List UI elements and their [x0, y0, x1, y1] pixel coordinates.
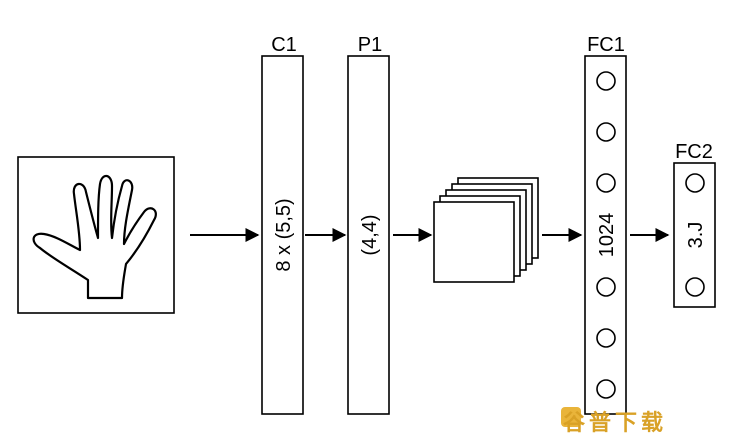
layer-fc2: FC2 3.J — [674, 141, 715, 307]
watermark: 谷普下载 — [561, 407, 667, 436]
fc1-neuron — [597, 380, 615, 398]
layer-c1: C1 8 x (5,5) — [262, 34, 303, 414]
fc1-neuron — [597, 174, 615, 192]
fc2-inner-label: 3.J — [685, 222, 707, 249]
fc1-title: FC1 — [587, 34, 625, 56]
c1-title: C1 — [271, 34, 297, 56]
fc2-neuron — [686, 174, 704, 192]
input-image-frame — [18, 157, 174, 313]
layer-fc1: FC1 1024 — [585, 34, 626, 414]
fc1-neuron — [597, 123, 615, 141]
c1-inner-label: 8 x (5,5) — [273, 198, 295, 271]
fc2-title: FC2 — [675, 141, 713, 163]
feature-map-stack — [434, 178, 538, 282]
feature-map-0 — [434, 202, 514, 282]
fc1-inner-label: 1024 — [596, 213, 618, 258]
layer-p1: P1 (4,4) — [348, 34, 389, 414]
p1-title: P1 — [358, 34, 382, 56]
fc1-neuron — [597, 72, 615, 90]
p1-inner-label: (4,4) — [359, 214, 381, 255]
fc1-neuron — [597, 329, 615, 347]
fc2-neuron — [686, 278, 704, 296]
input-image — [18, 157, 174, 313]
fc1-neuron — [597, 278, 615, 296]
watermark-text: 谷普下载 — [563, 410, 667, 436]
